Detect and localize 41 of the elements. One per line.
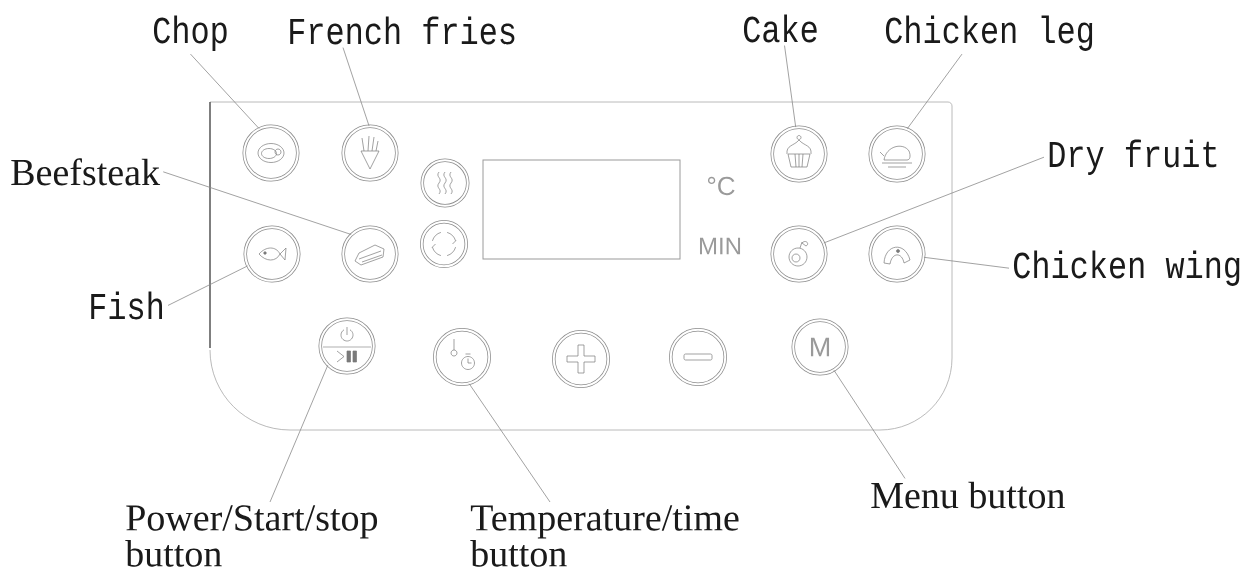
callout-label: Chicken leg — [885, 15, 1093, 51]
callout-label: Cake — [743, 14, 817, 43]
leader-line — [162, 171, 352, 235]
display-screen — [482, 159, 681, 260]
round-button — [433, 328, 491, 386]
leader-line — [823, 156, 1045, 244]
callout-label: Chicken wing — [1013, 250, 1240, 286]
callout-label: Dry fruit — [1049, 139, 1217, 175]
leader-line — [923, 256, 1010, 269]
callout-label: Power/Start/stop button — [125, 505, 378, 567]
leader-line — [167, 265, 248, 306]
round-button — [552, 330, 610, 388]
round-button — [868, 225, 926, 283]
round-button — [868, 125, 926, 183]
round-button — [341, 124, 399, 182]
leader-line — [342, 47, 370, 127]
callout-label: Menu button — [871, 481, 1065, 509]
callout-label: French fries — [290, 16, 515, 45]
callout-label: Temperature/time button — [470, 505, 739, 567]
leader-line — [190, 53, 260, 129]
unit-label: MIN — [700, 237, 741, 255]
control-panel — [209, 101, 953, 431]
round-button — [341, 225, 399, 283]
callout-label: Beefsteak — [11, 158, 161, 186]
unit-label: °C — [707, 176, 735, 196]
leader-line — [906, 53, 963, 130]
round-button — [770, 125, 828, 183]
round-button — [770, 225, 828, 283]
leader-line — [468, 383, 551, 503]
leader-line — [833, 369, 906, 479]
leader-line — [784, 45, 797, 128]
leader-line — [269, 364, 329, 503]
round-button — [242, 124, 300, 182]
round-button — [420, 220, 468, 268]
round-button — [318, 317, 376, 375]
round-button — [243, 225, 301, 283]
round-button: M — [791, 318, 849, 376]
round-button — [669, 328, 727, 386]
round-button — [420, 158, 470, 208]
callout-label: Chop — [153, 15, 227, 51]
callout-label: Fish — [91, 291, 162, 320]
